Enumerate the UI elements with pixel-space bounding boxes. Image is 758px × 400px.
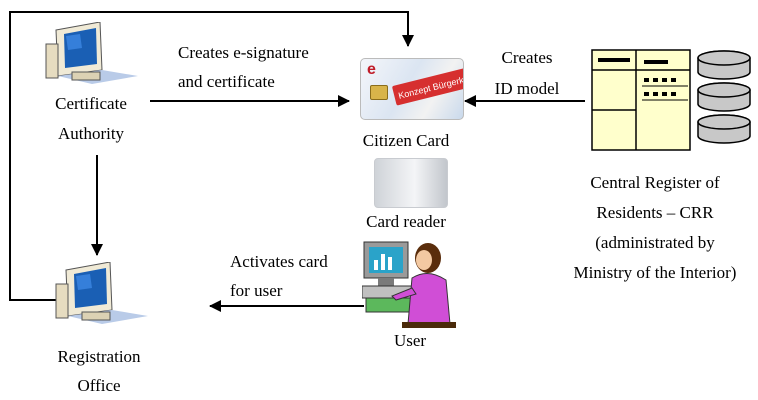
- crr-line4: Ministry of the Interior): [573, 263, 737, 282]
- edge-label-user-line1: Activates card: [230, 252, 328, 271]
- crr-line1: Central Register of: [590, 173, 720, 192]
- edge-label-user-line2: for user: [230, 281, 283, 300]
- desktop-computer-icon: [45, 22, 138, 84]
- registration-office-line2: Office: [77, 376, 121, 395]
- crr-line2: Residents – CRR: [596, 203, 714, 222]
- citizen-card-label: Citizen Card: [362, 131, 450, 150]
- crr-label: Central Register of Residents – CRR (adm…: [574, 168, 737, 288]
- user-at-computer-icon: [362, 241, 456, 328]
- card-reader-label: Card reader: [366, 212, 446, 231]
- registration-office-label: Registration Office: [57, 342, 140, 400]
- edge-ro-to-card: [9, 11, 414, 301]
- card-stamp: Konzept Bürgerkarte: [391, 64, 464, 106]
- edge-label-user-to-ro: Activates card for user: [230, 247, 328, 305]
- certificate-authority-line2: Authority: [57, 124, 125, 143]
- card-stamp-text: Konzept Bürgerkarte: [397, 71, 464, 101]
- certificate-authority-line1: Certificate: [55, 94, 127, 113]
- edge-label-ca-to-card: Creates e-signature and certificate: [178, 38, 309, 96]
- certificate-authority-label: Certificate Authority: [55, 94, 127, 144]
- smart-card-icon: e Konzept Bürgerkarte: [360, 58, 464, 120]
- edge-label-crr-line1: Creates: [501, 48, 553, 67]
- edge-label-ca-line2: and certificate: [178, 72, 275, 91]
- edge-label-crr-to-card: Creates ID model: [495, 42, 560, 104]
- user-label: User: [393, 331, 427, 350]
- edge-label-crr-line2: ID model: [494, 79, 560, 98]
- database-register-icon: [591, 49, 751, 151]
- card-logo: e: [367, 61, 376, 78]
- card-chip: [370, 85, 388, 100]
- desktop-computer-icon: [55, 262, 148, 324]
- crr-line3: (administrated by: [595, 233, 715, 252]
- edge-label-ca-line1: Creates e-signature: [178, 43, 309, 62]
- card-reader-icon: [374, 158, 448, 208]
- registration-office-line1: Registration: [57, 347, 141, 366]
